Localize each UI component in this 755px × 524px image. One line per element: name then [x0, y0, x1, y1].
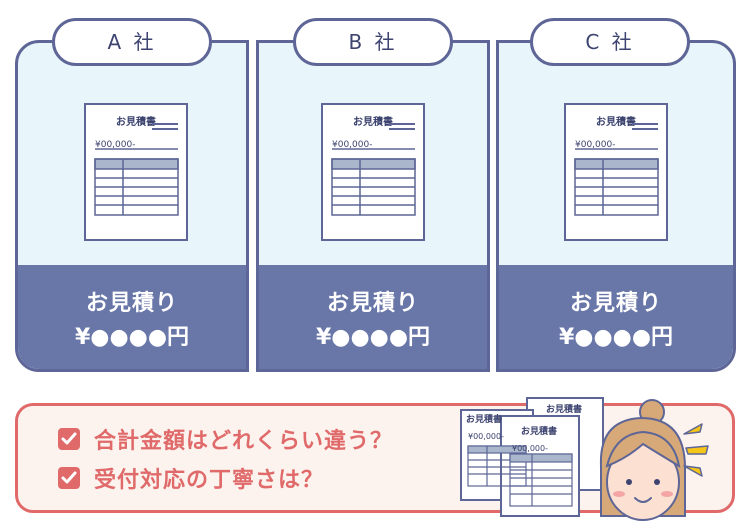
company-card-c: お見積書 ¥00,000- お見積り ¥●●●●円 — [496, 40, 736, 372]
woman-face-icon — [599, 399, 686, 521]
document-lines-icon — [574, 123, 659, 216]
checkmark-icon — [61, 471, 77, 484]
sheet-title: お見積書 — [466, 415, 503, 425]
estimate-label: お見積り — [85, 291, 178, 316]
checkbox-icon — [58, 467, 80, 489]
company-card-a: お見積書 ¥00,000- お見積り ¥●●●●円 — [15, 40, 249, 372]
card-estimate-area: お見積り ¥●●●●円 — [259, 265, 487, 369]
estimate-document: お見積書 ¥00,000- — [84, 103, 188, 241]
card-estimate-area: お見積り ¥●●●●円 — [18, 265, 246, 369]
estimate-price: ¥●●●●円 — [558, 325, 674, 350]
checkmark-icon — [61, 432, 77, 445]
checkbox-icon — [58, 428, 80, 450]
sheet-amount: ¥00,000- — [512, 444, 548, 453]
document-lines-icon — [331, 123, 416, 216]
question-total-difference: 合計金額はどれくらい違う？ — [94, 429, 394, 454]
sheet-title: お見積書 — [546, 405, 583, 415]
document-amount: ¥00,000- — [575, 140, 616, 150]
company-tab-a: A 社 — [52, 18, 212, 66]
company-card-b: お見積書 ¥00,000- お見積り ¥●●●●円 — [256, 40, 490, 372]
company-tab-b: B 社 — [293, 18, 453, 66]
sheet-amount: ¥00,000- — [468, 432, 504, 441]
sheet-title: お見積書 — [521, 427, 558, 437]
document-title: お見積書 — [596, 117, 636, 128]
document-amount: ¥00,000- — [332, 140, 373, 150]
estimate-price: ¥●●●●円 — [74, 325, 190, 350]
question-reception-courtesy: 受付対応の丁寧さは？ — [94, 468, 325, 493]
estimate-price: ¥●●●●円 — [315, 325, 431, 350]
document-amount: ¥00,000- — [95, 140, 136, 150]
document-title: お見積書 — [353, 117, 393, 128]
company-tab-c: C 社 — [530, 18, 690, 66]
emphasis-marks-icon — [683, 423, 709, 477]
document-title: お見積書 — [116, 117, 156, 128]
estimate-label: お見積り — [326, 291, 419, 316]
estimate-label: お見積り — [569, 291, 662, 316]
estimate-document: お見積書 ¥00,000- — [321, 103, 425, 241]
estimate-document: お見積書 ¥00,000- — [564, 103, 668, 241]
card-estimate-area: お見積り ¥●●●●円 — [499, 265, 733, 369]
estimate-sheets-stack-icon — [460, 397, 604, 517]
document-lines-icon — [94, 123, 179, 216]
